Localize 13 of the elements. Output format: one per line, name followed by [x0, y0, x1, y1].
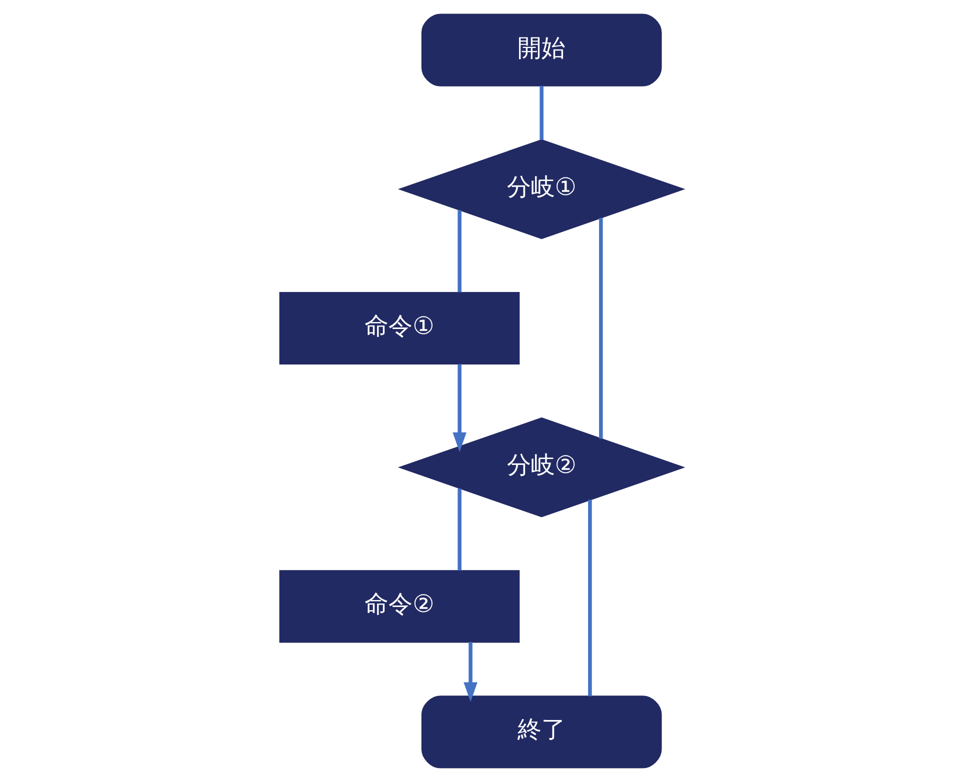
connector — [588, 500, 592, 696]
arrow — [452, 364, 466, 452]
connector — [457, 210, 461, 292]
node-diamond: 分岐② — [397, 417, 685, 518]
node-diamond: 分岐① — [397, 139, 685, 240]
connector — [598, 218, 602, 439]
connector — [539, 86, 543, 140]
node-box: 開始 — [420, 14, 662, 86]
node-box: 命令② — [278, 570, 520, 643]
node-box: 終了 — [420, 696, 662, 768]
node-box: 命令① — [278, 292, 520, 365]
connector — [457, 488, 461, 570]
arrow — [463, 642, 477, 702]
